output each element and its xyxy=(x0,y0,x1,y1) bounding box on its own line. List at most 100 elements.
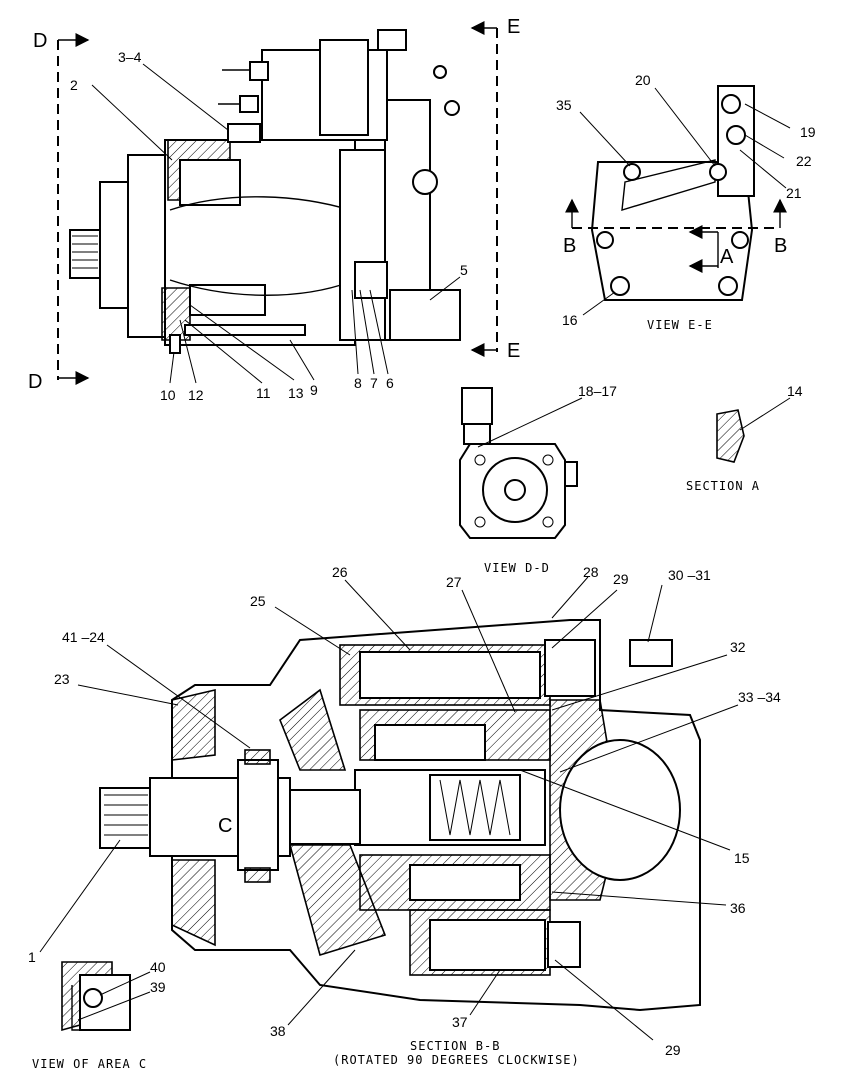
view-e-bolt-35 xyxy=(623,163,641,181)
callout-9: 9 xyxy=(310,382,318,398)
piston-bottom xyxy=(409,864,521,901)
view-e-bolt-20 xyxy=(709,163,727,181)
piston-top xyxy=(374,724,486,761)
bearing-41-24 xyxy=(237,759,279,871)
callout-33-34: 33 –34 xyxy=(738,689,781,705)
section-b-spline-shaft xyxy=(99,787,153,849)
view-letter-a: A xyxy=(720,246,734,268)
view-d-d: 18–17 VIEW D-D xyxy=(459,383,617,575)
callout-35: 35 xyxy=(556,97,572,113)
view-e-bolt-22 xyxy=(726,125,746,145)
section-b-leaders xyxy=(39,576,739,1041)
view-d-port xyxy=(564,461,578,487)
callout-10: 10 xyxy=(160,387,176,403)
callout-21: 21 xyxy=(786,185,802,201)
caption-view-d-d: VIEW D-D xyxy=(484,561,550,575)
view-d-hole-1 xyxy=(474,454,486,466)
side-view: 2 3–4 5 6 7 8 9 10 11 12 13 D D E E xyxy=(28,16,520,403)
callout-13: 13 xyxy=(288,385,304,401)
callout-27: 27 xyxy=(446,574,462,590)
callout-25: 25 xyxy=(250,593,266,609)
bolt-10 xyxy=(169,334,181,354)
leader-14 xyxy=(739,397,791,431)
view-area-c: 40 39 VIEW OF AREA C xyxy=(32,959,166,1071)
base-plate xyxy=(184,324,306,336)
section-b-shaft-inner xyxy=(289,789,361,845)
rear-head-bore xyxy=(559,739,681,881)
small-plug xyxy=(444,100,460,116)
callout-8: 8 xyxy=(354,375,362,391)
upper-piston xyxy=(359,651,541,699)
tiny-plug xyxy=(433,65,447,79)
area-letter-c: C xyxy=(218,815,232,837)
swashplate-top xyxy=(279,688,347,771)
caption-view-area-c: VIEW OF AREA C xyxy=(32,1057,147,1071)
callout-19: 19 xyxy=(800,124,816,140)
port-plug xyxy=(412,169,438,195)
bearing-race-top xyxy=(244,749,271,765)
callout-18-17: 18–17 xyxy=(578,383,617,399)
caption-section-a: SECTION A xyxy=(686,479,760,493)
view-d-hole-3 xyxy=(474,516,486,528)
section-b-b: C 23 41 –24 25 26 27 28 29 30 –31 32 xyxy=(28,564,781,1067)
section-a: 14 SECTION A xyxy=(686,383,803,493)
view-d-valve-stem xyxy=(463,423,491,445)
view-letter-e-bottom: E xyxy=(507,340,520,362)
side-view-leaders xyxy=(91,63,461,384)
callout-23: 23 xyxy=(54,671,70,687)
lower-plug xyxy=(547,921,581,968)
view-letter-e-top: E xyxy=(507,16,520,38)
view-e-bolt-left xyxy=(596,231,614,249)
view-e-bolt-16 xyxy=(610,276,630,296)
caption-section-b-line1: SECTION B-B xyxy=(410,1039,500,1053)
swashplate-curve-bottom xyxy=(169,279,351,296)
callout-5: 5 xyxy=(460,262,468,278)
view-e-link xyxy=(621,159,716,211)
view-e-leaders xyxy=(579,87,791,316)
mounting-flange xyxy=(99,181,131,309)
leader-18-17 xyxy=(477,397,583,448)
view-d-shaft xyxy=(504,479,526,501)
section-a-plug xyxy=(716,409,745,463)
callout-28: 28 xyxy=(583,564,599,580)
view-d-hole-4 xyxy=(542,516,554,528)
area-c-leaders xyxy=(77,971,151,1021)
section-b-front-wall-bottom xyxy=(171,859,216,947)
callout-30-31: 30 –31 xyxy=(668,567,711,583)
view-letter-d-bottom: D xyxy=(28,371,42,393)
view-letter-b-left: B xyxy=(563,235,576,257)
callout-37: 37 xyxy=(452,1014,468,1030)
callout-12: 12 xyxy=(188,387,204,403)
end-cap xyxy=(339,149,386,341)
callout-7: 7 xyxy=(370,375,378,391)
fitting xyxy=(227,123,261,143)
callout-36: 36 xyxy=(730,900,746,916)
area-c-oring-40 xyxy=(83,988,103,1008)
view-e-bolt-right xyxy=(731,231,749,249)
callout-6: 6 xyxy=(386,375,394,391)
lower-piston-37 xyxy=(429,919,546,971)
area-c-seal-39 xyxy=(71,985,130,1031)
callout-2: 2 xyxy=(70,77,78,93)
callout-29-bottom: 29 xyxy=(665,1042,681,1058)
outlet-port xyxy=(389,289,461,341)
callout-20: 20 xyxy=(635,72,651,88)
callout-39: 39 xyxy=(150,979,166,995)
control-valve-cover xyxy=(319,39,369,136)
valve-cap xyxy=(377,29,407,51)
callout-3-4: 3–4 xyxy=(118,49,142,65)
spline-shaft xyxy=(69,229,101,279)
spring-coils xyxy=(439,779,511,836)
callout-1: 1 xyxy=(28,949,36,965)
adjuster-nut-bottom xyxy=(239,95,259,113)
callout-11: 11 xyxy=(256,385,271,401)
callout-14: 14 xyxy=(787,383,803,399)
bearing-race-bottom xyxy=(244,867,271,883)
view-e-bolt-19 xyxy=(721,94,741,114)
view-e-e: 35 20 19 22 21 16 B B A VIEW E-E xyxy=(556,72,816,332)
caption-view-e-e: VIEW E-E xyxy=(647,318,713,332)
callout-32: 32 xyxy=(730,639,746,655)
callout-38: 38 xyxy=(270,1023,286,1039)
callout-29-top: 29 xyxy=(613,571,629,587)
